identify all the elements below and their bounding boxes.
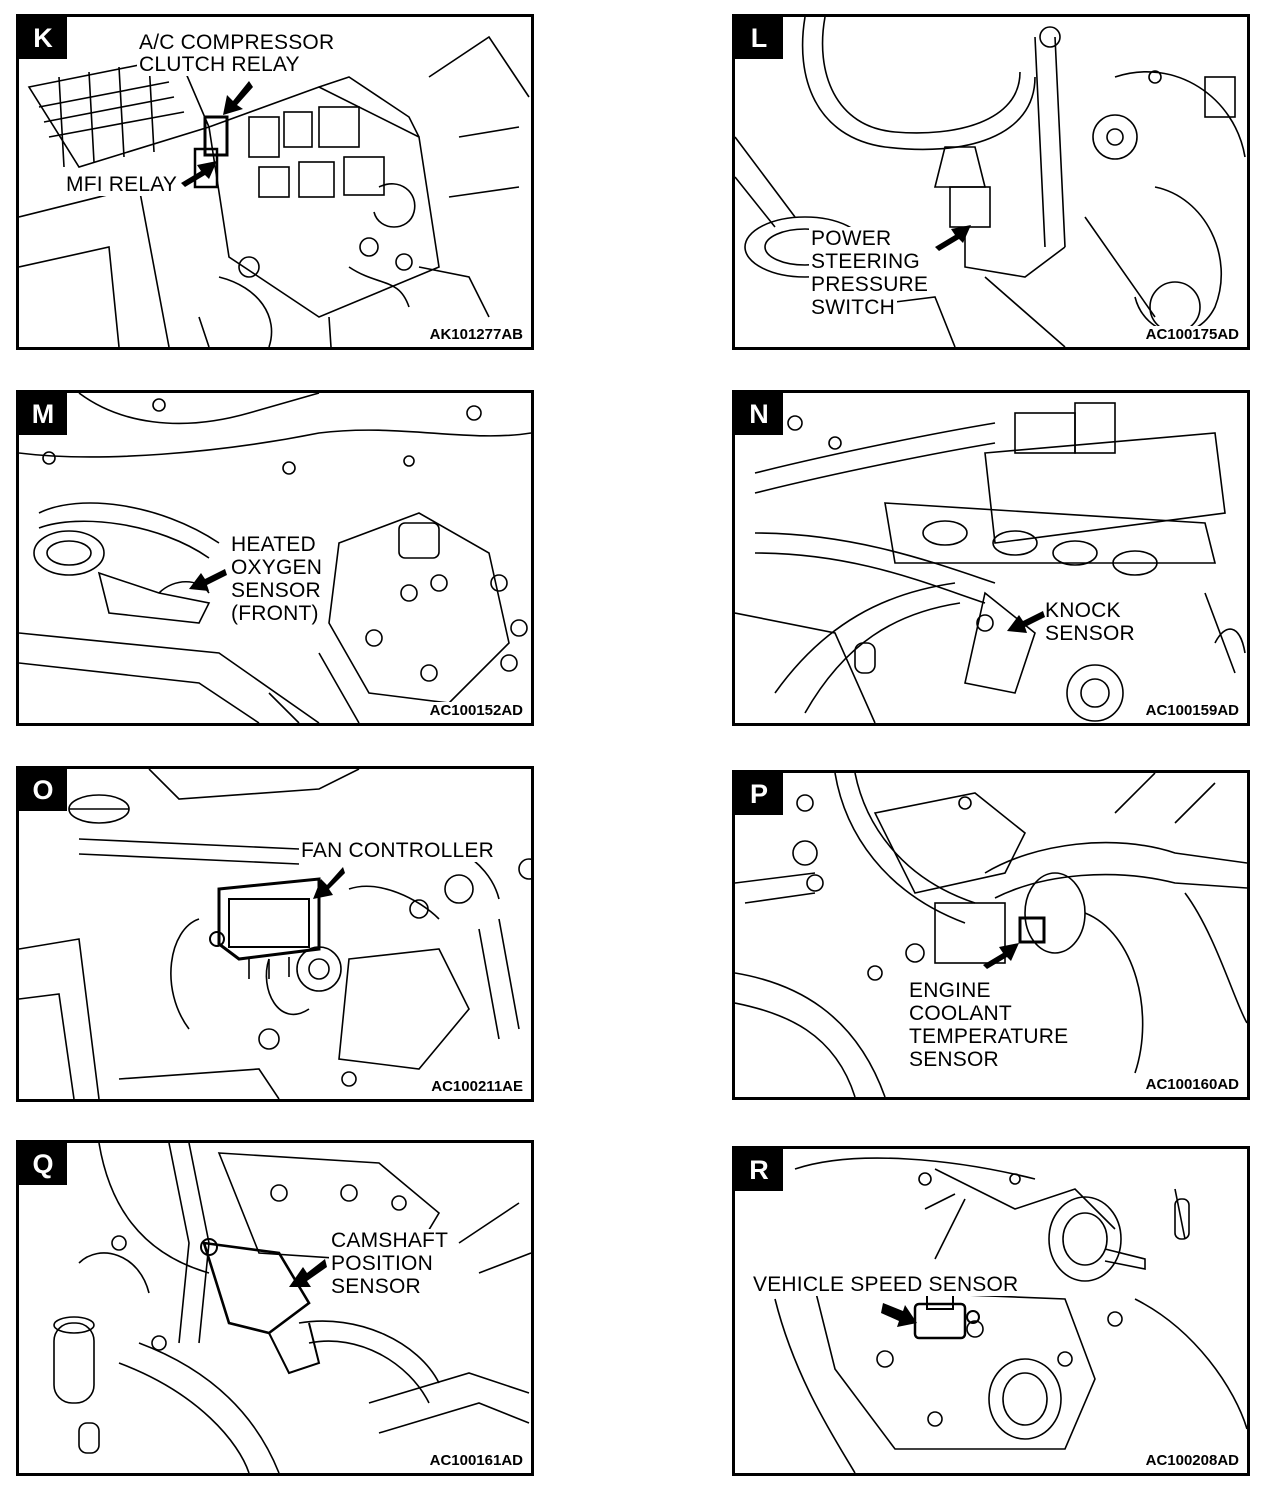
panel-r-letter: R	[735, 1149, 783, 1191]
panel-k-code: AK101277AB	[427, 326, 525, 343]
fan-controller-label: FAN CONTROLLER	[299, 839, 496, 862]
knock-sensor-arrow-icon	[1007, 611, 1045, 633]
vehicle-speed-sensor-arrow-icon	[881, 1303, 917, 1327]
coolant-sensor-label-line2: COOLANT	[907, 1002, 1014, 1025]
coolant-sensor-label-line4: SENSOR	[907, 1048, 1001, 1071]
panel-r-illustration	[774, 1157, 1247, 1473]
coolant-sensor-label-line1: ENGINE	[907, 979, 993, 1002]
panel-p-letter: P	[735, 773, 783, 815]
mfi-relay-label: MFI RELAY	[64, 173, 180, 196]
knock-sensor-label-line1: KNOCK	[1043, 599, 1123, 622]
knock-sensor-label-line2: SENSOR	[1043, 622, 1137, 645]
oxygen-sensor-label-line3: SENSOR	[229, 579, 323, 602]
ps-switch-arrow-icon	[935, 225, 971, 251]
mfi-relay-arrow-icon	[181, 161, 217, 187]
panel-n: N KNOCK SENSOR AC100159AD	[732, 390, 1250, 726]
panel-p-code: AC100160AD	[1143, 1076, 1241, 1093]
ac-compressor-label-line1: A/C COMPRESSOR	[137, 31, 337, 54]
panel-o-letter: O	[19, 769, 67, 811]
panel-q-letter: Q	[19, 1143, 67, 1185]
panel-n-illustration	[735, 402, 1246, 723]
panel-r-code: AC100208AD	[1143, 1452, 1241, 1469]
ac-relay-arrow-icon	[223, 81, 253, 115]
coolant-sensor-arrow-icon	[983, 943, 1019, 969]
panel-n-letter: N	[735, 393, 783, 435]
panel-k-illustration	[19, 35, 530, 347]
fan-controller-arrow-icon	[313, 867, 345, 899]
panel-l: L POWER STEERING PRESSURE SWITCH AC10017…	[732, 14, 1250, 350]
panel-q-illustration	[53, 1143, 531, 1473]
panel-m-letter: M	[19, 393, 67, 435]
oxygen-sensor-arrow-icon	[189, 569, 227, 591]
panel-k: K A/C COMPRESSOR CLUTCH RELAY MFI RELAY …	[16, 14, 534, 350]
panel-q: Q CAMSHAFT POSITION SENSOR AC100161AD	[16, 1140, 534, 1476]
panel-o-illustration	[19, 769, 531, 1099]
oxygen-sensor-label-line1: HEATED	[229, 533, 318, 556]
ac-compressor-label-line2: CLUTCH RELAY	[137, 53, 302, 76]
oxygen-sensor-label-line4: (FRONT)	[229, 602, 321, 625]
panel-o: O FAN CONTROLLER AC100211AE	[16, 766, 534, 1102]
coolant-sensor-label-line3: TEMPERATURE	[907, 1025, 1071, 1048]
camshaft-sensor-arrow-icon	[289, 1259, 327, 1287]
ps-switch-label-line4: SWITCH	[809, 296, 898, 319]
panel-n-code: AC100159AD	[1143, 702, 1241, 719]
panel-m-code: AC100152AD	[427, 702, 525, 719]
panel-l-letter: L	[735, 17, 783, 59]
camshaft-sensor-label-line3: SENSOR	[329, 1275, 423, 1298]
panel-r: R VEHICLE SPEED SENSOR AC100208AD	[732, 1146, 1250, 1476]
panel-q-code: AC100161AD	[427, 1452, 525, 1469]
panel-p: P ENGINE COOLANT TEMPERATURE SENSOR AC10…	[732, 770, 1250, 1100]
panel-l-code: AC100175AD	[1143, 326, 1241, 343]
panel-o-code: AC100211AE	[429, 1078, 525, 1095]
panel-m-illustration	[19, 393, 531, 723]
camshaft-sensor-label-line2: POSITION	[329, 1252, 435, 1275]
panel-p-illustration	[735, 773, 1247, 1097]
ps-switch-label-line1: POWER	[809, 227, 894, 250]
camshaft-sensor-label-line1: CAMSHAFT	[329, 1229, 451, 1252]
oxygen-sensor-label-line2: OXYGEN	[229, 556, 325, 579]
panel-k-letter: K	[19, 17, 67, 59]
ps-switch-label-line2: STEERING	[809, 250, 922, 273]
panel-m: M HEATED OXYGEN SENSOR (FRONT) AC100152A…	[16, 390, 534, 726]
vehicle-speed-sensor-label: VEHICLE SPEED SENSOR	[751, 1273, 1021, 1296]
ps-switch-label-line3: PRESSURE	[809, 273, 931, 296]
